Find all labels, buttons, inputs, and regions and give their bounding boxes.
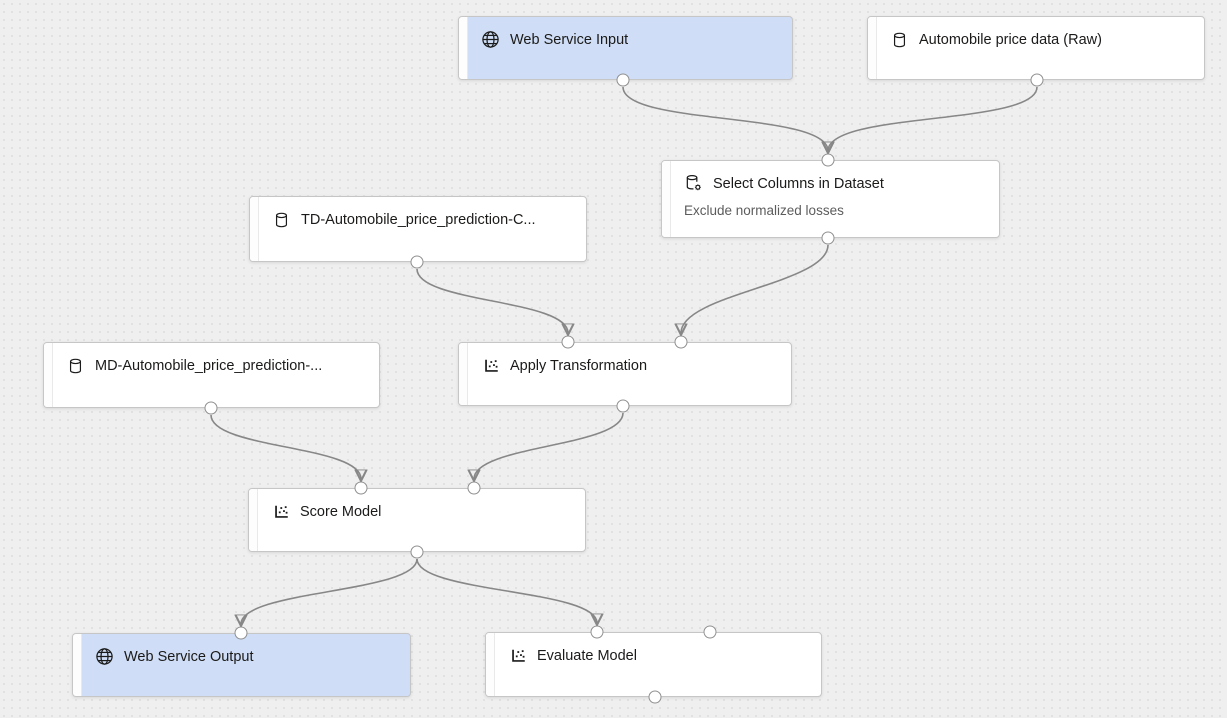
node-accent-strip xyxy=(459,343,468,405)
node-accent-strip xyxy=(250,197,259,261)
node-title: Web Service Output xyxy=(124,648,254,665)
node-title: Score Model xyxy=(300,503,382,520)
node-web-service-output[interactable]: Web Service Output xyxy=(72,633,411,697)
node-web-service-input[interactable]: Web Service Input xyxy=(458,16,793,80)
input-port-evaluate-model-2[interactable] xyxy=(703,625,717,639)
node-accent-strip xyxy=(44,343,53,407)
scatter-icon xyxy=(481,356,500,375)
node-td-automobile-price-prediction[interactable]: TD-Automobile_price_prediction-C... xyxy=(249,196,587,262)
output-port-select-columns[interactable] xyxy=(821,231,835,245)
node-accent-strip xyxy=(868,17,877,79)
input-port-score-model-2[interactable] xyxy=(467,481,481,495)
edge-applytransformation-scoremodel[interactable] xyxy=(474,412,624,479)
node-title: Evaluate Model xyxy=(537,647,637,664)
dataset-icon xyxy=(890,30,909,49)
node-accent-strip xyxy=(73,634,82,696)
node-title: Web Service Input xyxy=(510,31,629,48)
select-columns-icon xyxy=(684,174,703,193)
input-port-apply-transformation-1[interactable] xyxy=(561,335,575,349)
input-port-apply-transformation-2[interactable] xyxy=(674,335,688,349)
scatter-icon xyxy=(271,502,290,521)
node-accent-strip xyxy=(249,489,258,551)
output-port-web-service-input[interactable] xyxy=(616,73,630,87)
scatter-icon xyxy=(508,646,527,665)
output-port-td-dataset[interactable] xyxy=(410,255,424,269)
node-title: TD-Automobile_price_prediction-C... xyxy=(301,211,536,228)
node-title: Apply Transformation xyxy=(510,357,648,374)
output-port-score-model[interactable] xyxy=(410,545,424,559)
output-port-evaluate-model[interactable] xyxy=(648,690,662,704)
node-title: MD-Automobile_price_prediction-... xyxy=(95,357,323,374)
node-automobile-price-data-raw[interactable]: Automobile price data (Raw) xyxy=(867,16,1205,80)
node-evaluate-model[interactable]: Evaluate Model xyxy=(485,632,822,697)
edge-selectcolumns-applytransformation[interactable] xyxy=(681,244,829,333)
edge-wsinput-selectcolumns[interactable] xyxy=(622,86,828,151)
edge-td-applytransformation[interactable] xyxy=(416,268,568,333)
edge-scoremodel-wsoutput[interactable] xyxy=(241,558,418,624)
dataset-icon xyxy=(272,210,291,229)
input-port-score-model-1[interactable] xyxy=(354,481,368,495)
node-title: Automobile price data (Raw) xyxy=(919,31,1102,48)
globe-icon xyxy=(95,647,114,666)
input-port-select-columns[interactable] xyxy=(821,153,835,167)
edge-scoremodel-evaluatemodel[interactable] xyxy=(416,558,597,623)
edge-md-scoremodel[interactable] xyxy=(210,414,361,479)
node-md-automobile-price-prediction[interactable]: MD-Automobile_price_prediction-... xyxy=(43,342,380,408)
node-select-columns-in-dataset[interactable]: Select Columns in Dataset Exclude normal… xyxy=(661,160,1000,238)
input-port-web-service-output[interactable] xyxy=(234,626,248,640)
node-accent-strip xyxy=(662,161,671,237)
edge-rawdata-selectcolumns[interactable] xyxy=(828,86,1038,151)
node-accent-strip xyxy=(486,633,495,696)
input-port-evaluate-model-1[interactable] xyxy=(590,625,604,639)
node-score-model[interactable]: Score Model xyxy=(248,488,586,552)
dataset-icon xyxy=(66,356,85,375)
node-comment: Exclude normalized losses xyxy=(684,203,844,218)
node-apply-transformation[interactable]: Apply Transformation xyxy=(458,342,792,406)
globe-icon xyxy=(481,30,500,49)
node-accent-strip xyxy=(459,17,468,79)
output-port-automobile-price-data[interactable] xyxy=(1030,73,1044,87)
output-port-md-dataset[interactable] xyxy=(204,401,218,415)
node-title: Select Columns in Dataset xyxy=(713,175,884,192)
output-port-apply-transformation[interactable] xyxy=(616,399,630,413)
